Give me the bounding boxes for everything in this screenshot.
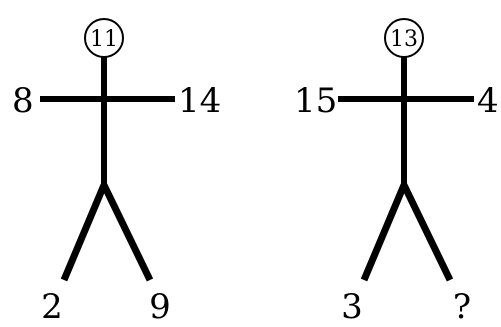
- figure-1-right-leg-number: 9: [149, 287, 171, 327]
- stick-figure-2: 13 15 4 3 ?: [294, 19, 499, 327]
- figure-2-left-leg-number: 3: [341, 287, 363, 327]
- figure-1-right-arm-number: 14: [178, 81, 221, 121]
- figure-2-right-arm-number: 4: [477, 81, 499, 121]
- figure-2-right-leg-number: ?: [453, 287, 471, 327]
- figure-2-right-leg: [404, 185, 450, 280]
- figure-2-left-leg: [364, 185, 404, 280]
- figure-1-head-number: 11: [90, 27, 118, 52]
- figure-1-left-leg: [64, 185, 104, 280]
- figure-1-left-arm-number: 8: [12, 81, 34, 121]
- stick-figure-1: 11 8 14 2 9: [12, 19, 221, 327]
- figure-1-right-leg: [104, 185, 150, 280]
- figure-2-left-arm-number: 15: [294, 81, 337, 121]
- figure-1-left-leg-number: 2: [41, 287, 63, 327]
- figure-2-head-number: 13: [390, 27, 418, 52]
